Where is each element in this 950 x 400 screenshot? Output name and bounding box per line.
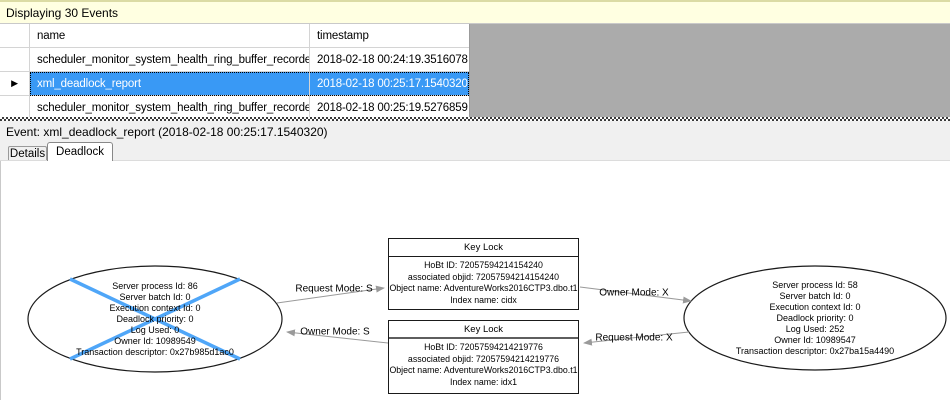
deadlock-graph-canvas <box>27 265 947 373</box>
victim-cross-line-icon <box>69 277 241 361</box>
table-row[interactable]: scheduler_monitor_system_health_ring_buf… <box>0 48 469 72</box>
pane-left-border <box>0 161 1 400</box>
resource-attr: Index name: idx1 <box>450 376 517 387</box>
resource-attr: associated objid: 72057594214219776 <box>407 353 560 364</box>
row-selector-cell[interactable]: ▶ <box>0 72 30 96</box>
process-attr: Transaction descriptor: 0x27ba15a4490 <box>735 346 895 356</box>
process-attr: Deadlock priority: 0 <box>116 314 194 324</box>
resource-attr: HoBt ID: 72057594214154240 <box>424 260 543 270</box>
resource-attr: Object name: AdventureWorks2016CTP3.dbo.… <box>389 365 578 375</box>
event-timestamp-cell[interactable]: 2018-02-18 00:25:17.1540320 <box>310 72 469 96</box>
edge-label-owner-s: Owner Mode: S <box>300 326 370 338</box>
edge-label-request-x: Request Mode: X <box>595 332 673 344</box>
edge-label-owner-x: Owner Mode: X <box>599 287 669 299</box>
resource-attr: Object name: AdventureWorks2016CTP3.dbo.… <box>389 283 578 293</box>
resource-attr: HoBt ID: 72057594214219776 <box>424 342 543 352</box>
event-timestamp-cell[interactable]: 2018-02-18 00:24:19.3516078 <box>310 48 469 72</box>
events-count-bar: Displaying 30 Events <box>0 0 950 24</box>
events-grid: name timestamp scheduler_monitor_system_… <box>0 24 470 117</box>
process-attr: Server batch Id: 0 <box>779 291 851 301</box>
edge-label-request-s: Request Mode: S <box>295 283 373 295</box>
event-timestamp-cell[interactable]: 2018-02-18 00:25:19.5276859 <box>310 96 469 117</box>
detail-tabstrip: Details Deadlock <box>0 142 950 161</box>
process-attr: Execution context Id: 0 <box>109 303 201 313</box>
resource-title: Key Lock <box>389 321 578 339</box>
resource-attr: associated objid: 72057594214154240 <box>407 271 560 282</box>
process-node-owner[interactable]: Server process Id: 58 Server batch Id: 0… <box>695 280 935 357</box>
deadlock-graph-pane: Server process Id: 86 Server batch Id: 0… <box>0 160 950 400</box>
tab-deadlock[interactable]: Deadlock <box>47 142 113 161</box>
row-selector-cell[interactable] <box>0 96 30 117</box>
process-attr: Server process Id: 58 <box>772 280 858 290</box>
pane-splitter-handle[interactable] <box>0 117 950 121</box>
process-attr: Execution context Id: 0 <box>769 302 861 312</box>
process-node-victim[interactable]: Server process Id: 86 Server batch Id: 0… <box>35 281 275 358</box>
event-name-cell[interactable]: xml_deadlock_report <box>30 72 310 96</box>
process-node-victim-ellipse[interactable] <box>27 265 283 373</box>
column-header-name[interactable]: name <box>30 24 310 48</box>
row-selector-header-cell <box>0 24 30 48</box>
edge-request-x-arrow <box>583 331 690 346</box>
resource-node-keylock-top[interactable]: Key Lock HoBt ID: 72057594214154240 asso… <box>388 238 579 310</box>
process-attr: Server process Id: 86 <box>112 281 198 291</box>
edge-owner-s-arrow <box>286 329 389 344</box>
process-attr: Server batch Id: 0 <box>119 292 191 302</box>
process-attr: Owner Id: 10989549 <box>114 336 196 346</box>
edge-request-s-arrow <box>276 285 385 304</box>
events-grid-region: name timestamp scheduler_monitor_system_… <box>0 24 950 117</box>
selected-event-bar: Event: xml_deadlock_report (2018-02-18 0… <box>0 121 950 143</box>
selected-event-label: Event: xml_deadlock_report (2018-02-18 0… <box>6 125 328 139</box>
process-node-owner-ellipse[interactable] <box>683 265 947 371</box>
process-attr: Owner Id: 10989547 <box>774 335 856 345</box>
table-row[interactable]: scheduler_monitor_system_health_ring_buf… <box>0 96 469 117</box>
tab-details[interactable]: Details <box>8 146 47 160</box>
table-row-selected[interactable]: ▶ xml_deadlock_report 2018-02-18 00:25:1… <box>0 72 469 96</box>
resource-node-keylock-bottom[interactable]: Key Lock HoBt ID: 72057594214219776 asso… <box>388 320 579 394</box>
tab-details-label: Details <box>9 147 46 160</box>
column-header-timestamp[interactable]: timestamp <box>310 24 469 48</box>
edge-owner-x-arrow <box>579 286 692 304</box>
resource-attr: Index name: cidx <box>450 294 517 305</box>
resource-title: Key Lock <box>389 239 578 257</box>
tab-deadlock-label: Deadlock <box>56 146 104 158</box>
current-row-triangle-icon: ▶ <box>11 78 18 88</box>
process-attr: Log Used: 252 <box>785 324 845 334</box>
events-count-label: Displaying 30 Events <box>6 5 119 20</box>
grid-header-row: name timestamp <box>0 24 469 48</box>
event-name-cell[interactable]: scheduler_monitor_system_health_ring_buf… <box>30 96 310 117</box>
event-name-cell[interactable]: scheduler_monitor_system_health_ring_buf… <box>30 48 310 72</box>
row-selector-cell[interactable] <box>0 48 30 72</box>
process-attr: Log Used: 0 <box>130 325 180 335</box>
process-attr: Deadlock priority: 0 <box>776 313 854 323</box>
process-attr: Transaction descriptor: 0x27b985d1ac0 <box>76 347 234 357</box>
